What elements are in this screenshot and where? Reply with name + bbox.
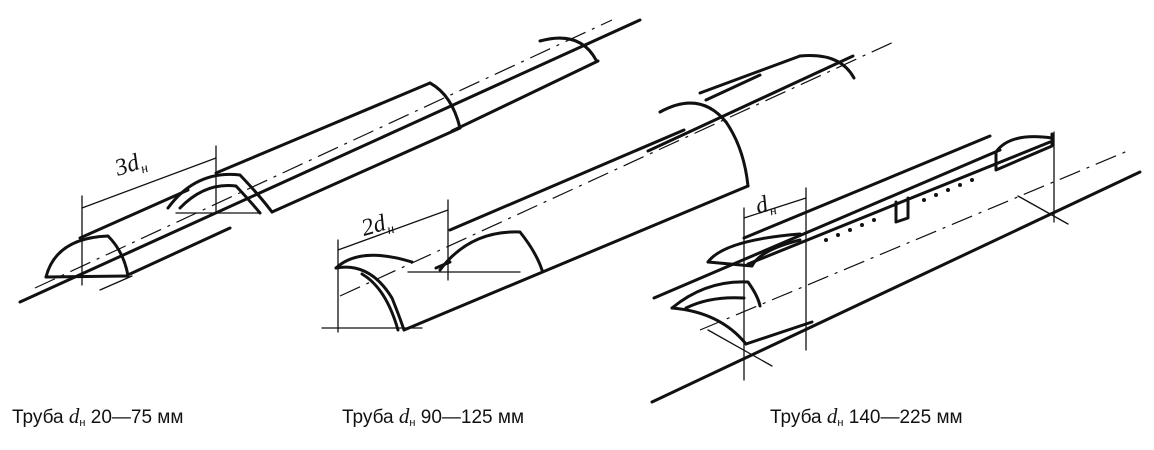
caption-large-pipe: Труба dн 140—225 мм: [770, 404, 963, 429]
shell-segment-bottom: [744, 320, 814, 346]
caption-small-pipe: Труба dн 20—75 мм: [12, 404, 183, 429]
figure-small-pipe: 3dн: [18, 18, 642, 304]
dimension-line: [707, 329, 773, 367]
shell-segment-end: [428, 81, 462, 130]
dimension-line: [99, 275, 133, 291]
shell-segment-inner: [684, 296, 746, 310]
shell-segment-end: [994, 135, 1054, 154]
caption-range: 20—75 мм: [90, 407, 184, 428]
shell-segment-bottom: [44, 274, 130, 279]
pipe-center-line: [34, 19, 613, 289]
shell-segment-top: [78, 188, 190, 240]
dim-label-sub: н: [768, 203, 779, 219]
perforation-dot: [958, 183, 962, 187]
perforation-dot: [970, 178, 974, 182]
caption-medium-pipe: Труба dн 90—125 мм: [342, 404, 524, 429]
dim-label-2dn: 2dн: [358, 208, 396, 244]
shell-notch: [894, 196, 910, 224]
shell-segment: [334, 253, 414, 270]
shell-segment-end: [670, 306, 748, 346]
dim-label-3dn: 3dн: [111, 147, 150, 184]
caption-symbol-sub: н: [837, 417, 844, 429]
shell-segment-inner: [360, 272, 400, 332]
shell-segment-bottom: [270, 126, 462, 214]
dim-label-sub: н: [385, 222, 396, 238]
pipe-outline: [652, 148, 1002, 300]
perforation-dot: [836, 233, 840, 237]
pipe-outline: [450, 59, 600, 133]
shell-segment-top: [214, 81, 432, 175]
pipe-outline: [650, 170, 1142, 404]
figure-medium-pipe: 2dн: [321, 39, 899, 333]
perforation-dot: [824, 238, 828, 242]
dimension-line: [337, 209, 449, 251]
shell-segment-end: [334, 265, 406, 332]
shell-segment: [658, 101, 728, 124]
shell-segment-top: [742, 134, 992, 240]
shell-segment-lip: [706, 238, 802, 268]
shell-notch: [994, 132, 1054, 172]
caption-symbol: d: [398, 404, 410, 428]
shell-segment-top: [698, 54, 802, 95]
shell-segment-bottom: [402, 184, 750, 332]
caption-symbol-sub: н: [79, 417, 86, 429]
pipe-outline: [18, 18, 642, 304]
dim-label-dn: dн: [752, 190, 778, 223]
perforation-dot: [860, 223, 864, 227]
shell-segment-end: [706, 232, 802, 264]
dimension-line: [743, 197, 807, 219]
shell-segment: [670, 280, 762, 310]
dim-label-text: 2d: [358, 210, 389, 242]
dim-label-sub: н: [139, 161, 150, 177]
dim-label-text: 3d: [111, 149, 144, 182]
caption-symbol: d: [826, 404, 838, 428]
dimension-line: [1017, 195, 1069, 225]
caption-symbol-sub: н: [409, 417, 416, 429]
figure-large-pipe: dн: [650, 131, 1142, 404]
caption-prefix: Труба: [342, 407, 394, 428]
shell-segment-end: [538, 36, 598, 62]
shell-segment-end: [798, 53, 856, 80]
shell-segment: [166, 172, 274, 214]
caption-range: 90—125 мм: [420, 407, 525, 428]
shell-segment: [438, 230, 544, 272]
pipe-outline: [704, 73, 762, 102]
shell-segment-end: [724, 120, 750, 188]
caption-symbol: d: [68, 404, 80, 428]
perforation-dot: [946, 188, 950, 192]
shell-segment: [44, 234, 130, 279]
shell-segment-inner: [178, 183, 262, 215]
perforation-dot: [922, 198, 926, 202]
shell-segment-top: [448, 128, 686, 232]
dimension-line: [81, 157, 217, 209]
pipe-outline: [646, 54, 855, 153]
perforation-dot: [848, 228, 852, 232]
caption-prefix: Труба: [770, 407, 822, 428]
shell-segment-bottom: [746, 140, 1052, 266]
pipe-outline: [128, 226, 232, 276]
perforation-dot: [934, 193, 938, 197]
caption-range: 140—225 мм: [848, 407, 963, 428]
pipe-center-line: [339, 39, 899, 297]
perforation-dots: [824, 178, 974, 242]
perforation-dot: [872, 218, 876, 222]
pipe-center-line: [699, 149, 1131, 331]
caption-prefix: Труба: [12, 407, 64, 428]
